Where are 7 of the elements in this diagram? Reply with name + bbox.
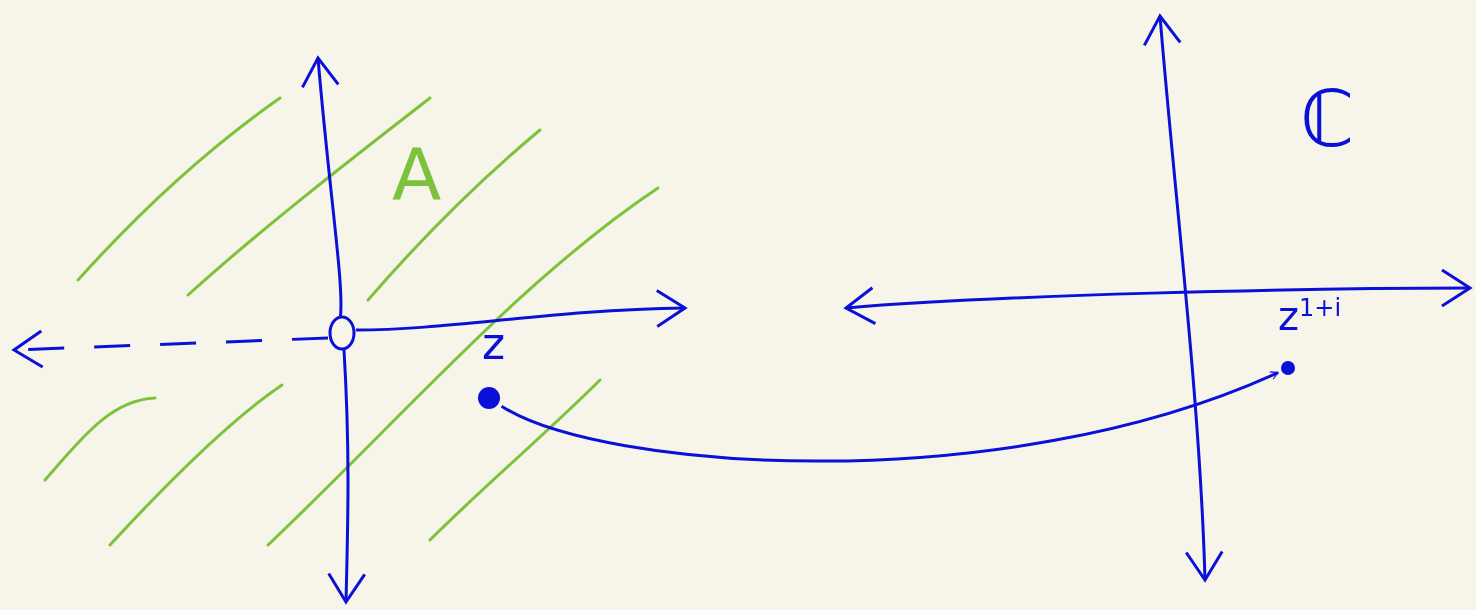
mapping-arrow <box>500 370 1279 463</box>
point-dot <box>1281 361 1295 375</box>
plane-label: ℂ <box>1300 80 1355 158</box>
region-label: A <box>392 138 442 210</box>
point-label: z <box>482 322 506 366</box>
point-dot <box>478 387 500 409</box>
point-label: z$^{1+i}$ <box>1278 296 1342 337</box>
